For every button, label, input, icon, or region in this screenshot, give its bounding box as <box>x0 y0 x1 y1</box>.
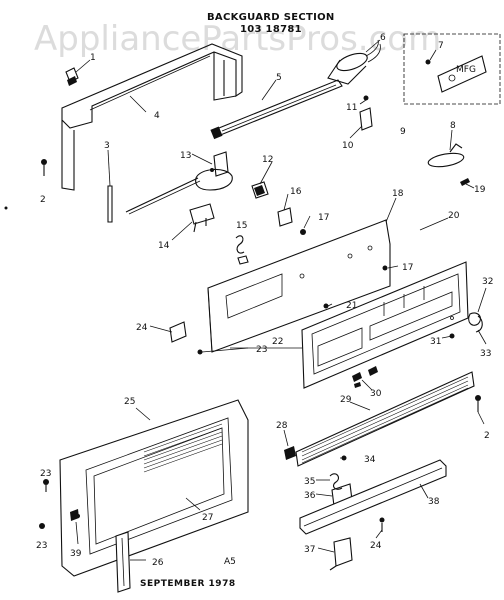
part-3-strip <box>107 185 113 223</box>
callout-26: 26 <box>152 558 164 568</box>
callout-29: 29 <box>340 395 352 405</box>
callout-8: 8 <box>450 121 456 131</box>
diagram-date: SEPTEMBER 1978 <box>140 579 236 589</box>
part-16-light-switch <box>277 207 293 227</box>
part-2-screw-left <box>41 159 47 176</box>
part-30-knobs <box>352 366 378 388</box>
callout-23a: 23 <box>256 345 267 355</box>
callout-23c: 23 <box>36 541 47 551</box>
part-18-backguard-panel <box>207 219 391 353</box>
part-27-vent-slots <box>143 423 223 473</box>
part-37-bracket <box>329 537 353 571</box>
part-38-rail <box>299 459 447 535</box>
callout-13: 13 <box>180 151 191 161</box>
grille-slots <box>301 376 469 464</box>
part-5-fluorescent-tube <box>210 79 343 140</box>
callout-2b: 2 <box>484 431 490 441</box>
part-15-spring-clip <box>235 235 249 265</box>
part-4-backguard-bracket <box>61 43 243 191</box>
part-12-knob <box>251 181 269 199</box>
callout-38: 38 <box>428 497 440 507</box>
callout-17b: 17 <box>402 263 413 273</box>
callout-28: 28 <box>276 421 288 431</box>
part-28-clip <box>284 446 296 460</box>
part-29-vent-grille <box>295 371 475 467</box>
callout-24a: 24 <box>136 323 148 333</box>
callout-25: 25 <box>124 397 135 407</box>
callout-17a: 17 <box>318 213 329 223</box>
callout-27: 27 <box>202 513 213 523</box>
callout-22: 22 <box>272 337 283 347</box>
edge-mark <box>4 206 8 210</box>
callout-30: 30 <box>370 389 382 399</box>
part-17-screw-b <box>382 265 388 271</box>
callout-1: 1 <box>90 53 96 63</box>
callout-5: 5 <box>276 73 282 83</box>
page-code: A5 <box>224 557 236 567</box>
part-2-screw-right <box>475 395 481 412</box>
callout-14: 14 <box>158 241 170 251</box>
callout-34: 34 <box>364 455 376 465</box>
callout-11: 11 <box>346 103 357 113</box>
callout-15: 15 <box>236 221 247 231</box>
callout-31: 31 <box>430 337 441 347</box>
part-19-screw <box>460 178 470 186</box>
part-24-bracket <box>169 321 187 343</box>
part-23-screw-a <box>197 349 203 355</box>
part-20-control-panel <box>301 261 469 389</box>
callout-labels: 1 2 3 4 5 6 7 8 9 10 11 12 13 14 15 16 1… <box>36 33 493 568</box>
callout-18: 18 <box>392 189 404 199</box>
part-6-lamp-socket <box>327 39 381 85</box>
callout-16: 16 <box>290 187 302 197</box>
svg-text:MFG: MFG <box>456 65 476 75</box>
part-23-screw-c <box>39 523 45 529</box>
callout-23b: 23 <box>40 469 51 479</box>
watermark: AppliancePartsPros.com <box>34 19 441 59</box>
part-26-trim-strip <box>115 531 131 593</box>
callout-4: 4 <box>154 111 160 121</box>
part-21-screw <box>323 303 329 309</box>
callout-39: 39 <box>70 549 82 559</box>
callout-33: 33 <box>480 349 491 359</box>
callout-3: 3 <box>104 141 110 151</box>
part-32-33-retainer <box>468 312 483 333</box>
part-14-switch <box>189 203 215 233</box>
callout-32: 32 <box>482 277 493 287</box>
callout-9: 9 <box>400 127 406 137</box>
diagram-part-number: 103 18781 <box>240 24 302 35</box>
leader-lines <box>75 39 487 561</box>
callout-12: 12 <box>262 155 273 165</box>
part-13-switch <box>125 151 233 215</box>
diagram-title: BACKGUARD SECTION <box>207 12 335 23</box>
callout-37: 37 <box>304 545 315 555</box>
part-8-cord <box>427 143 465 168</box>
callout-24b: 24 <box>370 541 382 551</box>
part-25-lower-panel <box>59 399 249 577</box>
callout-2: 2 <box>40 195 46 205</box>
part-35-spring <box>329 473 343 490</box>
part-10-11-bracket <box>359 95 373 131</box>
callout-21: 21 <box>346 301 357 311</box>
callout-36: 36 <box>304 491 316 501</box>
part-17-screw-a <box>300 229 306 235</box>
part-9-clock-inset: MFG <box>403 33 501 105</box>
callout-35: 35 <box>304 477 315 487</box>
part-23-screw-b <box>43 479 49 492</box>
part-1-clip <box>65 67 79 86</box>
callout-19: 19 <box>474 185 486 195</box>
callout-10: 10 <box>342 141 354 151</box>
callout-7: 7 <box>438 41 444 51</box>
callout-6: 6 <box>380 33 386 43</box>
part-24-screw-bottom <box>379 517 385 532</box>
callout-20: 20 <box>448 211 460 221</box>
